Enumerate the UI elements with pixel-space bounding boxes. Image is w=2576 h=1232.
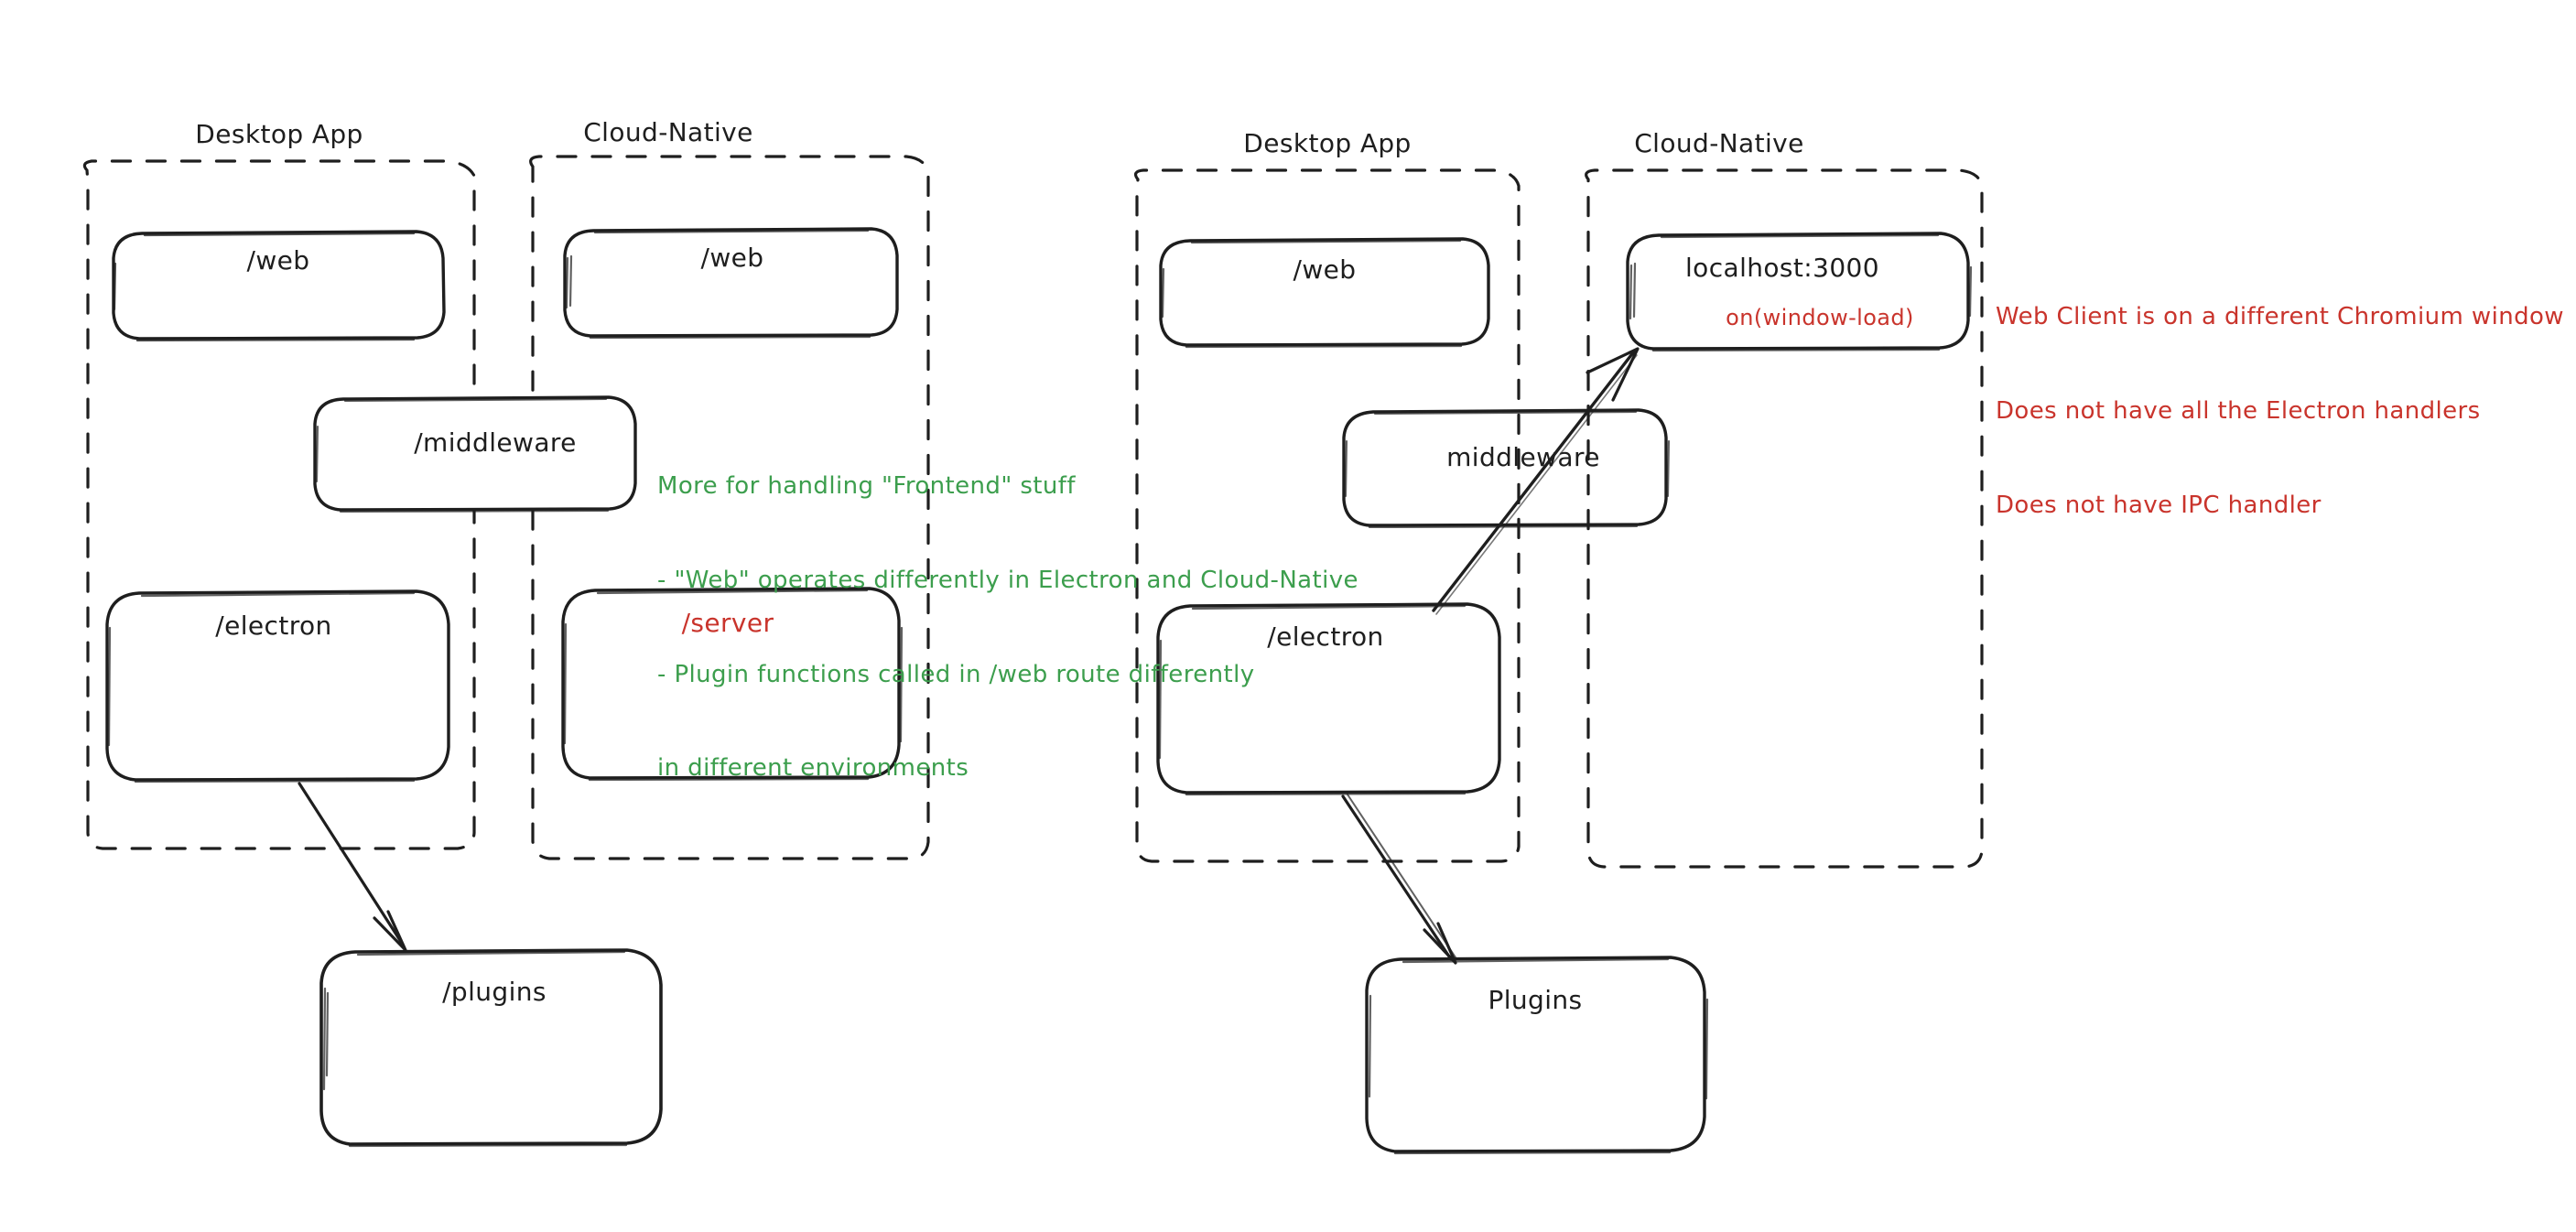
- node-label-left-desktop-web: /web: [246, 245, 310, 276]
- node-label-right-desktop-web: /web: [1293, 254, 1357, 285]
- arrow-right-electron-to-plugins: [1341, 794, 1457, 965]
- group-title-right-cloud-native: Cloud-Native: [1634, 128, 1804, 158]
- node-label-left-cloud-web: /web: [700, 243, 764, 273]
- red-note-line-3: Does not have IPC handler: [1996, 491, 2322, 519]
- node-label-left-cloud-server: /server: [681, 608, 774, 638]
- node-label-left-desktop-electron: /electron: [215, 611, 332, 641]
- node-label-right-localhost: localhost:3000: [1685, 253, 1879, 283]
- group-title-left-desktop-app: Desktop App: [195, 119, 363, 149]
- green-note-line-4: in different environments: [657, 754, 969, 783]
- red-annotation-note: Web Client is on a different Chromium wi…: [1996, 238, 2564, 583]
- group-title-left-cloud-native: Cloud-Native: [583, 117, 753, 147]
- green-note-line-3: - Plugin functions called in /web route …: [657, 660, 1255, 688]
- node-label-right-plugins: Plugins: [1488, 985, 1583, 1015]
- node-label-right-desktop-electron: /electron: [1267, 621, 1384, 652]
- green-annotation-note: More for handling "Frontend" stuff - "We…: [657, 407, 1358, 847]
- red-note-line-1: Web Client is on a different Chromium wi…: [1996, 302, 2564, 330]
- node-label-left-plugins: /plugins: [442, 977, 547, 1007]
- node-sublabel-right-localhost-on-window-load: on(window-load): [1726, 305, 1914, 330]
- green-note-line-2: - "Web" operates differently in Electron…: [657, 566, 1358, 594]
- arrow-left-electron-to-plugins: [298, 782, 407, 952]
- node-label-left-middleware: /middleware: [414, 427, 577, 458]
- red-note-line-2: Does not have all the Electron handlers: [1996, 396, 2481, 425]
- group-title-right-desktop-app: Desktop App: [1243, 128, 1412, 158]
- arrow-right-electron-to-localhost: [1432, 347, 1640, 615]
- green-note-line-1: More for handling "Frontend" stuff: [657, 471, 1076, 500]
- node-label-right-middleware: middleware: [1446, 442, 1600, 472]
- node-right-localhost[interactable]: [1626, 232, 1973, 352]
